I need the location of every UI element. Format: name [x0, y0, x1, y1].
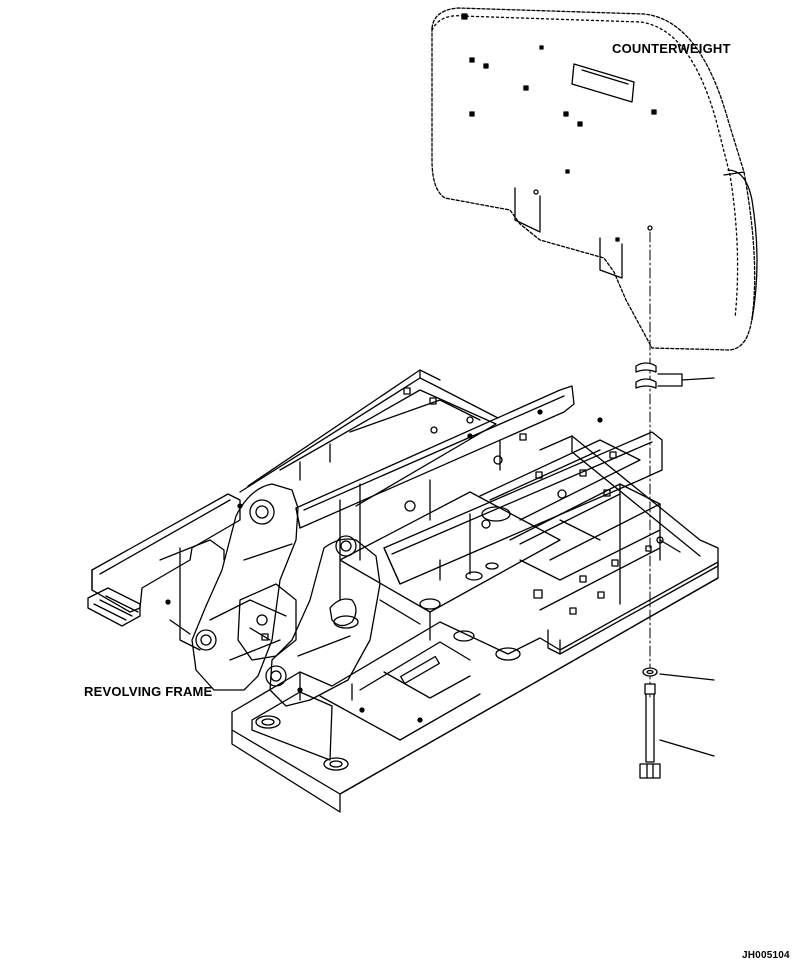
revolving-frame — [87, 369, 719, 813]
revolving-frame-label: REVOLVING FRAME — [84, 684, 213, 699]
counterweight — [431, 7, 758, 351]
bolt-assembly — [635, 231, 715, 779]
counterweight-label: COUNTERWEIGHT — [612, 41, 731, 56]
figure-id-label: JH005104 — [742, 950, 790, 961]
